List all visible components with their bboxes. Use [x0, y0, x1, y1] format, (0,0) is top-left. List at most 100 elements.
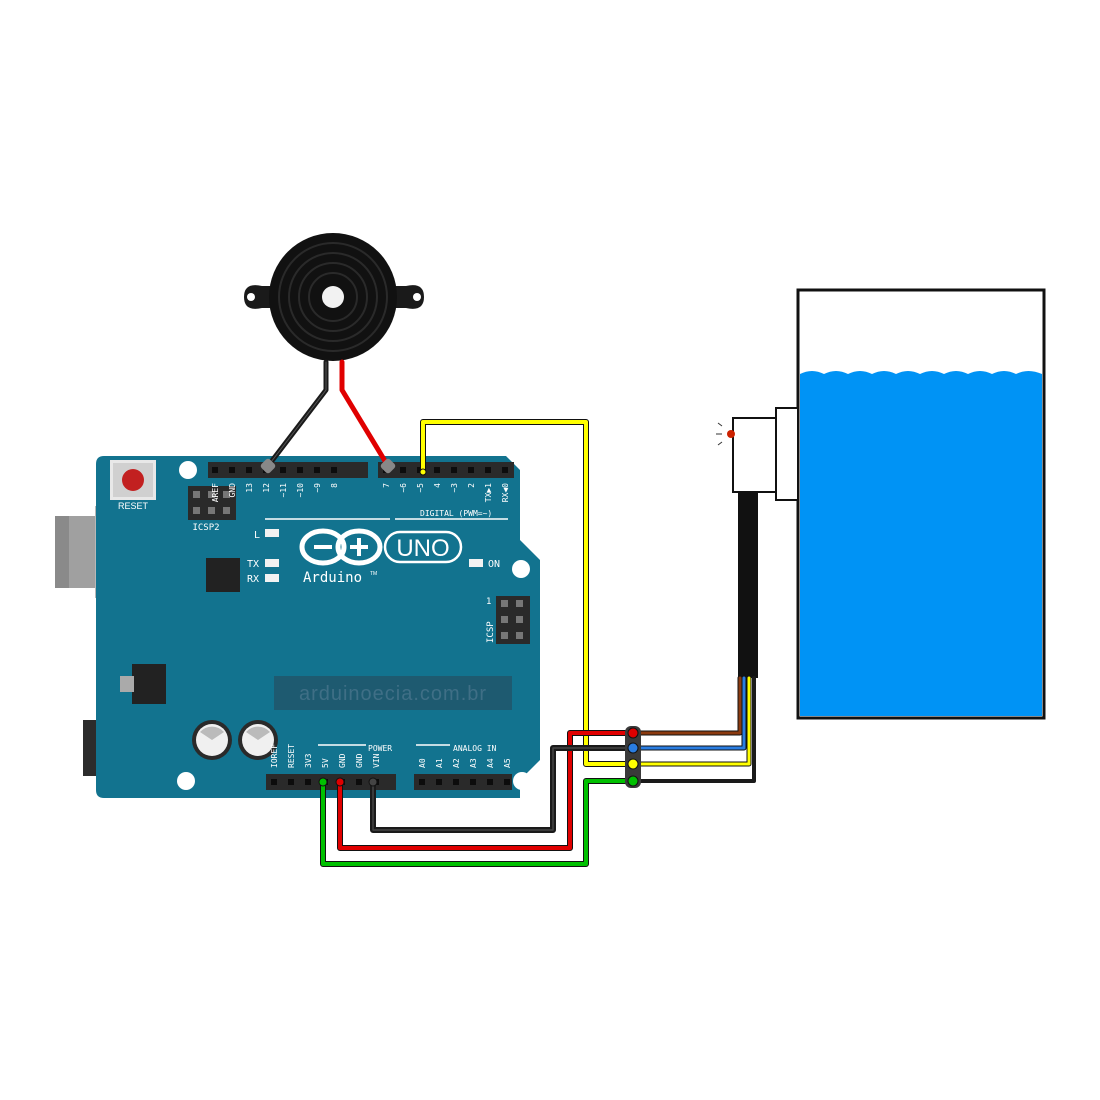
pin-label: ~3 [450, 483, 459, 493]
infinity-icon [299, 528, 383, 566]
pin-socket[interactable] [305, 779, 311, 785]
water-tank [796, 288, 1046, 720]
pin-socket[interactable] [487, 779, 493, 785]
icsp2-header: ICSP2 [188, 486, 236, 533]
pin-label: ~6 [399, 483, 408, 493]
pin-label: ~10 [296, 483, 305, 498]
pin-label: ~5 [416, 483, 425, 493]
svg-text:RX: RX [247, 574, 259, 585]
pin-socket[interactable] [297, 467, 303, 473]
icsp-pin1-label: 1 [486, 597, 491, 607]
header-pins-connected [260, 458, 427, 787]
sensor-cable [738, 492, 758, 678]
pin-socket[interactable] [470, 779, 476, 785]
pin-socket[interactable] [502, 467, 508, 473]
pin-label: A1 [435, 758, 444, 768]
led-l: L [254, 529, 279, 541]
black-sensor-wire [631, 676, 756, 783]
pin-socket[interactable] [212, 467, 218, 473]
blue-wire [630, 675, 747, 751]
pin-label: A2 [452, 758, 461, 768]
pin-label: VIN [372, 753, 381, 768]
pin-label: 4 [433, 483, 442, 488]
icsp-header: ICSP 1 [486, 596, 530, 644]
green-wire [320, 778, 636, 867]
pin-socket[interactable] [280, 467, 286, 473]
pin-socket[interactable] [468, 467, 474, 473]
pin-label: A4 [486, 758, 495, 768]
led-tx: TX [247, 559, 279, 570]
arduino-logo: UNO Arduino TM [299, 528, 463, 586]
watermark: arduinoecia.com.br [299, 683, 487, 705]
water [800, 371, 1042, 716]
pin-label: A5 [503, 758, 512, 768]
pin-socket[interactable] [485, 467, 491, 473]
pin-socket[interactable] [504, 779, 510, 785]
mounting-hole [513, 772, 531, 790]
pin-label: TX▶1 [484, 483, 493, 502]
pin-label: A3 [469, 758, 478, 768]
pin-label: RX◀0 [501, 483, 510, 502]
led-rx: RX [247, 574, 279, 585]
pin-label: ~9 [313, 483, 322, 493]
svg-text:ON: ON [488, 559, 500, 570]
pin-label: A0 [418, 758, 427, 768]
logo-uno: UNO [396, 535, 449, 562]
buzzer-red-lead [339, 359, 391, 469]
pin-socket[interactable] [331, 467, 337, 473]
pin-socket[interactable] [436, 779, 442, 785]
led-on: ON [469, 559, 500, 570]
mounting-hole [177, 772, 195, 790]
mounting-hole [512, 560, 530, 578]
pin-label: 13 [245, 483, 254, 493]
pin-label: 2 [467, 483, 476, 488]
pin-socket[interactable] [246, 467, 252, 473]
pin-label: GND [228, 483, 237, 498]
reset-button[interactable]: RESET [110, 460, 156, 511]
yellow-sensor-wire [630, 675, 752, 767]
capacitor [238, 720, 278, 760]
pin-label: GND [338, 753, 347, 768]
power-header [266, 774, 396, 790]
pin-label: 12 [262, 483, 271, 493]
usb-chip [206, 558, 240, 592]
capacitor [192, 720, 232, 760]
pin-label: AREF [211, 483, 220, 502]
pin-socket[interactable] [434, 467, 440, 473]
buzzer-black-lead [265, 359, 329, 469]
pin-socket[interactable] [229, 467, 235, 473]
svg-text:L: L [254, 530, 260, 541]
pin-label: GND [355, 753, 364, 768]
pin-socket[interactable] [271, 779, 277, 785]
reset-label: RESET [118, 501, 149, 511]
black-wire [370, 745, 636, 833]
analog-label: ANALOG IN [453, 744, 497, 753]
pin-socket[interactable] [453, 779, 459, 785]
piezo-buzzer [244, 233, 424, 361]
pin-socket[interactable] [419, 779, 425, 785]
pin-socket[interactable] [451, 467, 457, 473]
voltage-regulator [120, 664, 166, 704]
pin-label: 3V3 [304, 753, 313, 768]
power-label: POWER [368, 744, 392, 753]
pin-label: 8 [330, 483, 339, 488]
yellow-wire [420, 419, 636, 767]
pin-socket[interactable] [356, 779, 362, 785]
pin-socket[interactable] [288, 779, 294, 785]
pin-socket[interactable] [400, 467, 406, 473]
pin-label: RESET [287, 744, 296, 768]
pin-label: 5V [321, 758, 330, 768]
analog-header [414, 774, 512, 790]
logo-arduino: Arduino [303, 570, 362, 586]
red-wire [337, 730, 636, 851]
digital-header [208, 462, 514, 478]
pin-label: ~11 [279, 483, 288, 498]
icsp-label: ICSP [486, 621, 496, 643]
wire-connector-block [625, 726, 641, 788]
pin-socket[interactable] [314, 467, 320, 473]
board-pcb [96, 456, 540, 798]
digital-label: DIGITAL (PWM=~) [420, 509, 492, 518]
